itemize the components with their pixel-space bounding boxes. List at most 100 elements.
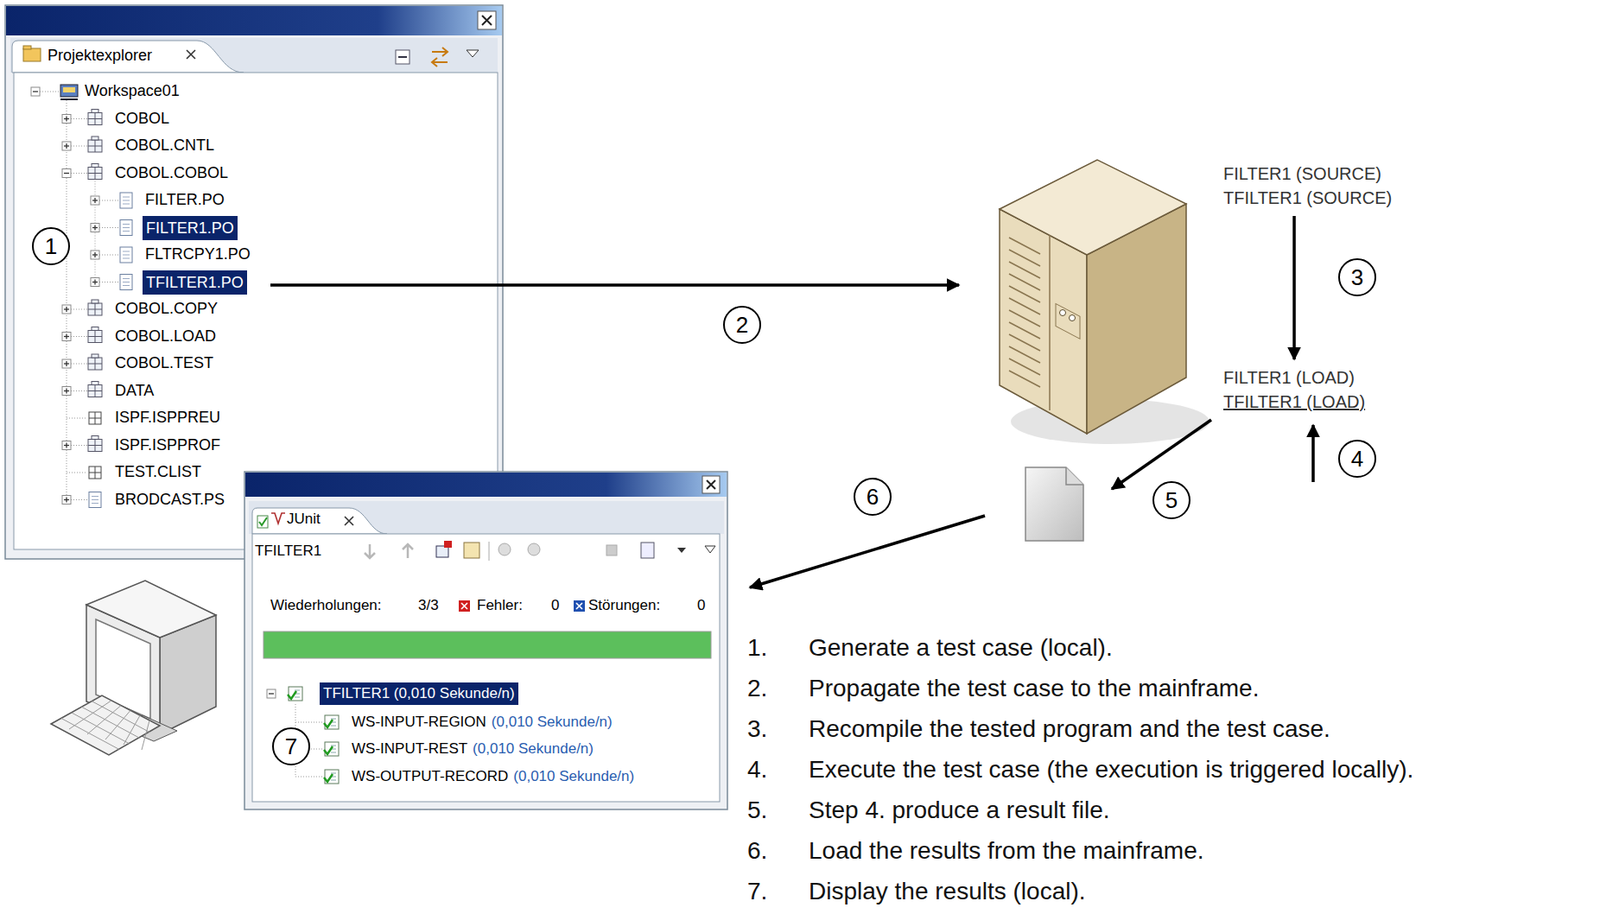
counter-value: 3/3 (418, 596, 439, 615)
tree-lines (94, 197, 96, 204)
explorer-window-frame (12, 40, 244, 73)
step-text: Step 4. produce a result file. (808, 795, 1111, 826)
tree-lines (62, 114, 71, 124)
junit-window-frame (704, 546, 716, 553)
selected-tree-item: FILTER1.PO (142, 215, 238, 241)
tree-lines (330, 725, 337, 727)
tree-lines (88, 385, 102, 398)
tree-lines (95, 466, 96, 479)
test-duration: (0,010 Sekunde/n) (472, 740, 594, 758)
client-computer (141, 720, 150, 750)
tree-lines (62, 387, 71, 396)
tree-lines (122, 223, 130, 225)
junit-window-frame (271, 513, 286, 524)
tree-lines (99, 200, 119, 202)
explorer-window-frame (6, 6, 502, 36)
callout-number: 4 (1351, 447, 1364, 470)
tree-lines (65, 334, 67, 340)
tree-lines (65, 116, 67, 122)
callout-number: 2 (736, 313, 749, 337)
tree-lines (90, 196, 100, 205)
junit-window: JUnitTFILTER1 (0,010 Sekunde/n) (244, 471, 728, 810)
callout-circle (32, 228, 70, 265)
tree-lines (65, 388, 67, 394)
tree-lines (330, 752, 337, 754)
callout-circle (32, 228, 1376, 765)
counter-value: 0 (697, 596, 705, 615)
step-text: Load the results from the mainframe. (808, 836, 1205, 866)
junit-window-frame (364, 544, 375, 559)
callout-number: 3 (1351, 266, 1364, 289)
tree-lines (288, 686, 303, 701)
test-name: WS-INPUT-REST (351, 740, 468, 758)
junit-window-frame (573, 600, 585, 612)
tree-lines (99, 281, 119, 283)
junit-window-frame (402, 544, 413, 559)
tree-lines (31, 87, 40, 96)
mainframe-server (999, 159, 1187, 255)
step-text: Execute the test case (the execution is … (808, 755, 1414, 785)
file-group: FILTER1 (LOAD)TFILTER1 (LOAD) (1219, 363, 1369, 416)
tree-lines (330, 780, 337, 781)
tree-item: ISPF.ISPPROF (114, 436, 221, 456)
tree-item: TEST.CLIST (114, 463, 202, 483)
tree-lines (70, 444, 88, 446)
tree-lines (62, 169, 71, 178)
callout-number: 5 (1165, 488, 1178, 512)
tree-lines (95, 412, 96, 425)
callout-circle (854, 478, 891, 515)
counter-label: Störungen: (588, 596, 661, 615)
step-number: 6. (747, 836, 768, 866)
mainframe-server (1055, 304, 1080, 340)
connectors (1294, 215, 1296, 360)
tree-lines (62, 495, 71, 505)
tree-lines (70, 118, 88, 120)
tree-item: ISPF.ISPPREU (114, 408, 221, 428)
step-number: 1. (747, 633, 768, 663)
tree-lines (62, 359, 71, 369)
client-computer (105, 710, 131, 740)
callout-number: 7 (285, 735, 298, 758)
tree-lines (91, 327, 99, 331)
tree-lines (95, 357, 96, 370)
explorer-window: ProjektexplorerFILTER1.POTFILTER1.PO (5, 5, 503, 559)
test-duration: (0,010 Sekunde/n) (513, 768, 635, 786)
tree-item: COBOL.TEST (114, 354, 214, 374)
mainframe-server (1009, 237, 1041, 388)
tree-lines (88, 167, 102, 180)
mainframe-server (1009, 370, 1041, 388)
tree-lines (91, 436, 99, 440)
tree-lines (88, 139, 102, 153)
counter-label: Fehler: (476, 596, 523, 615)
tree-item: Workspace01 (84, 82, 180, 102)
junit-window-frame (444, 540, 452, 548)
tree-lines (88, 303, 102, 316)
tree-lines (91, 354, 99, 358)
result-file-icon (1025, 467, 1084, 541)
tree-lines (99, 227, 119, 229)
tree-lines (39, 91, 62, 93)
tree-lines (62, 441, 71, 451)
tree-lines (122, 196, 130, 198)
tree-lines (330, 745, 337, 747)
counter-label: Wiederholungen: (270, 596, 382, 615)
explorer-window-frame (395, 50, 410, 64)
client-computer (123, 715, 140, 745)
tree-lines (95, 303, 96, 316)
counter-value: 0 (551, 596, 559, 615)
tree-lines (90, 278, 100, 287)
selected-tree-item: TFILTER1.PO (142, 270, 248, 295)
tree-lines (65, 361, 67, 367)
junit-window-frame (463, 542, 480, 559)
tree-lines (66, 472, 88, 474)
result-file-icon (1025, 467, 1084, 541)
tree-lines (91, 109, 99, 114)
run-name: TFILTER1 (254, 542, 322, 560)
tree-lines (295, 776, 324, 778)
mainframe-server (1048, 234, 1051, 411)
client-computer (50, 580, 216, 756)
tree-lines (294, 697, 300, 699)
tree-lines (95, 330, 96, 343)
mainframe-server (1060, 310, 1067, 317)
